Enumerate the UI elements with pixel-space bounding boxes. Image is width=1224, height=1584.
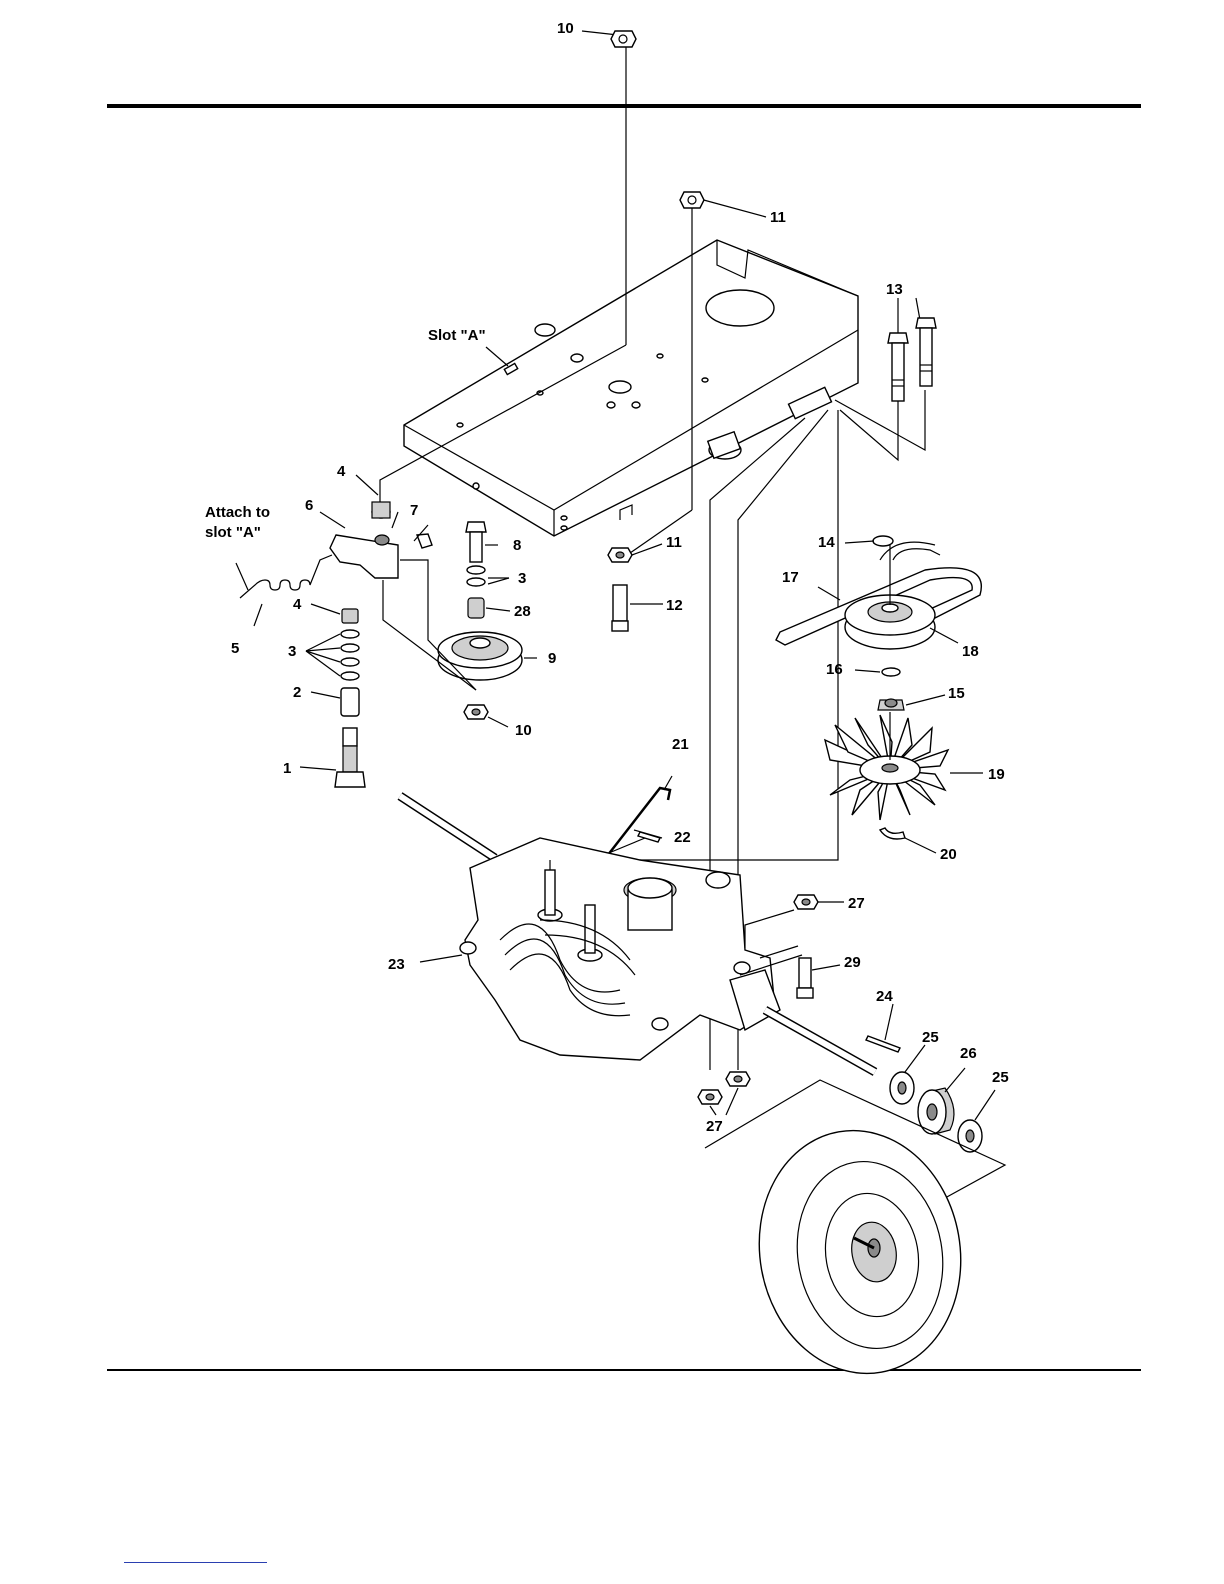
callout-1: 1: [283, 760, 291, 777]
fan-blades: [825, 715, 948, 820]
callout-27-lower: 27: [706, 1118, 723, 1135]
attach-note-line2: slot "A": [205, 524, 261, 541]
belt-pulley-assembly: [776, 536, 981, 649]
callout-11-lower: 11: [666, 534, 682, 551]
callout-slot-a: Slot "A": [428, 327, 486, 344]
callout-20: 20: [940, 846, 957, 863]
transaxle-23: [400, 796, 875, 1072]
callout-24: 24: [876, 988, 893, 1005]
callout-13: 13: [886, 281, 903, 298]
bolts-13: [888, 318, 936, 401]
callout-5: 5: [231, 640, 239, 657]
callout-11: 11: [770, 209, 786, 226]
callout-4-lower: 4: [293, 596, 302, 613]
callout-25: 25: [922, 1029, 939, 1046]
callout-16: 16: [826, 661, 843, 678]
callout-22: 22: [674, 829, 691, 846]
callout-19: 19: [988, 766, 1005, 783]
callout-29: 29: [844, 954, 861, 971]
attach-note-line1: Attach to: [205, 504, 270, 521]
callout-4: 4: [337, 463, 346, 480]
callout-26: 26: [960, 1045, 977, 1062]
nuts-top: [611, 31, 704, 208]
callout-18: 18: [962, 643, 979, 660]
callout-15: 15: [948, 685, 965, 702]
callout-8: 8: [513, 537, 521, 554]
callout-9: 9: [548, 650, 556, 667]
callout-3-lower: 3: [288, 643, 296, 660]
callout-2: 2: [293, 684, 301, 701]
callout-23: 23: [388, 956, 405, 973]
callout-6: 6: [305, 497, 313, 514]
callout-3-upper: 3: [518, 570, 526, 587]
callout-10: 10: [557, 20, 574, 37]
callout-10-lower: 10: [515, 722, 532, 739]
callout-27: 27: [848, 895, 865, 912]
idler-bracket-assembly: [236, 475, 537, 727]
left-spacer-stack: [300, 604, 365, 787]
callout-7: 7: [410, 502, 418, 519]
chassis-frame: [404, 240, 858, 536]
callout-21: 21: [672, 736, 689, 753]
callout-17: 17: [782, 569, 799, 586]
nut-11-bolt-12: [608, 544, 663, 631]
callout-25-right: 25: [992, 1069, 1009, 1086]
callout-14: 14: [818, 534, 835, 551]
callout-28: 28: [514, 603, 531, 620]
callout-12: 12: [666, 597, 683, 614]
